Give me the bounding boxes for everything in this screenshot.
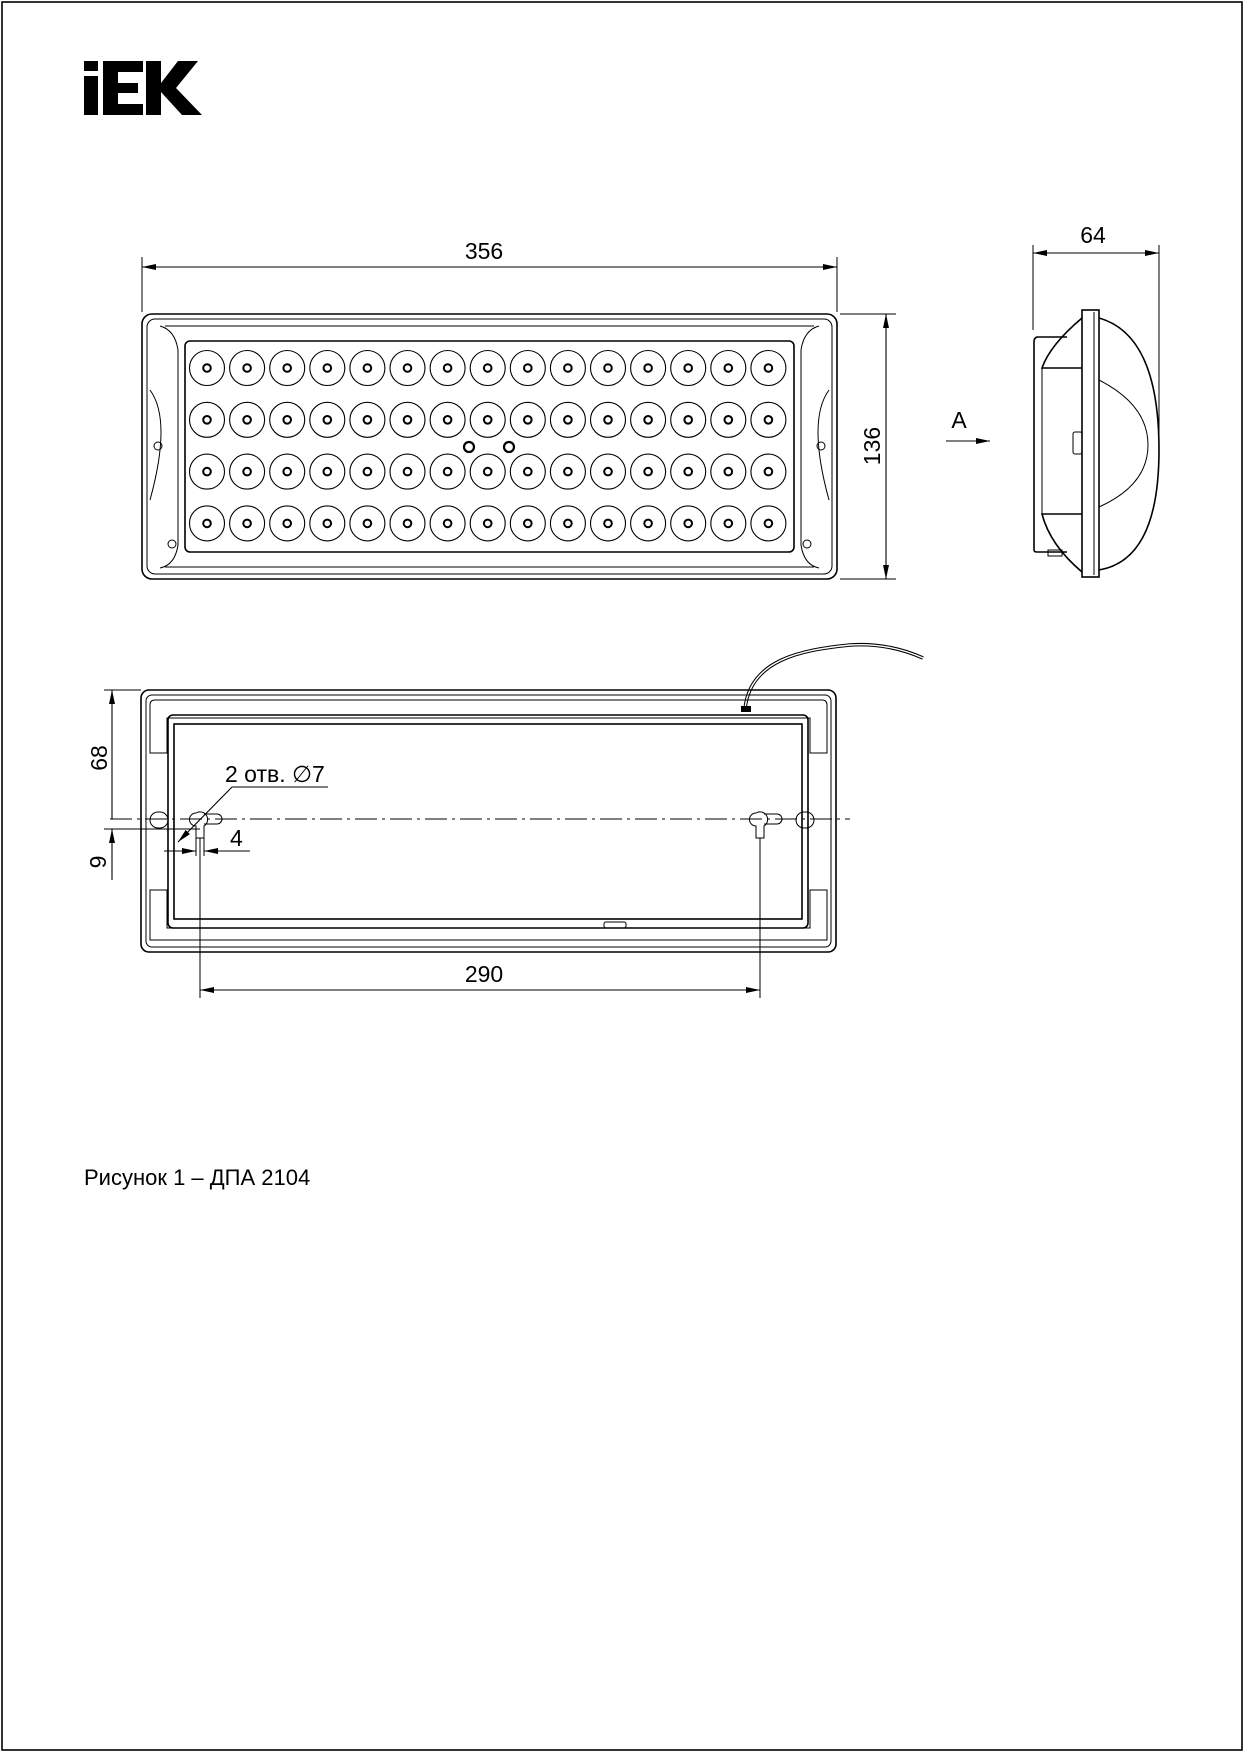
led-lens xyxy=(269,453,306,490)
led-lens xyxy=(710,401,747,438)
led-lens xyxy=(389,401,426,438)
led-lens xyxy=(630,505,667,542)
led-lens xyxy=(670,349,707,387)
led-lens xyxy=(630,453,667,490)
led-lens xyxy=(710,453,747,490)
led-lens xyxy=(750,349,787,387)
back-view: 68 9 2 отв. ∅7 4 290 xyxy=(85,642,924,998)
led-lens xyxy=(188,505,226,542)
led-lens xyxy=(469,505,506,542)
led-lens xyxy=(630,401,667,438)
led-panel xyxy=(184,340,795,553)
led-lens xyxy=(549,505,586,542)
led-lens xyxy=(349,453,386,490)
led-lens xyxy=(389,505,426,542)
figure-caption: Рисунок 1 – ДПА 2104 xyxy=(84,1165,310,1190)
holes-note: 2 отв. ∅7 xyxy=(225,761,325,787)
led-lens xyxy=(670,401,707,438)
led-lens xyxy=(389,349,426,387)
housing-outline xyxy=(141,313,838,580)
led-lens xyxy=(750,505,787,542)
led-lens xyxy=(509,401,546,438)
led-lens xyxy=(589,505,627,542)
iek-logo xyxy=(84,61,202,115)
led-lens xyxy=(188,453,226,490)
led-lens xyxy=(710,349,747,387)
led-lens xyxy=(750,401,787,438)
back-housing-outline xyxy=(140,689,837,953)
led-lens xyxy=(429,401,466,438)
led-lens xyxy=(349,401,386,438)
led-lens xyxy=(710,505,747,542)
led-lens xyxy=(309,453,346,490)
offset-9-label: 9 xyxy=(85,856,111,869)
sensor-icon xyxy=(462,440,476,454)
power-cable xyxy=(743,642,924,710)
led-grid xyxy=(188,349,787,542)
led-lens xyxy=(549,349,586,387)
led-lens xyxy=(589,453,627,490)
led-lens xyxy=(229,505,266,542)
led-lens xyxy=(429,349,466,387)
led-lens xyxy=(549,453,586,490)
hole-spacing-label: 290 xyxy=(465,961,503,987)
led-lens xyxy=(188,401,226,438)
led-lens xyxy=(670,505,707,542)
led-lens xyxy=(469,349,506,387)
slot-width-label: 4 xyxy=(230,825,243,851)
hole-leader-line xyxy=(177,786,233,843)
led-lens xyxy=(509,349,546,387)
led-lens xyxy=(589,349,627,387)
led-lens xyxy=(549,401,586,438)
led-lens xyxy=(509,505,546,542)
height-dimension-label: 136 xyxy=(859,427,885,465)
led-lens xyxy=(309,505,346,542)
led-lens xyxy=(670,453,707,490)
mounting-plate xyxy=(173,723,803,920)
led-lens xyxy=(309,349,346,387)
led-lens xyxy=(469,453,506,490)
led-lens xyxy=(188,349,226,387)
led-lens xyxy=(269,349,306,387)
led-lens xyxy=(429,453,466,490)
mounting-hole xyxy=(749,811,783,839)
side-view: 64 xyxy=(1032,222,1160,578)
led-lens xyxy=(309,401,346,438)
view-a-label: A xyxy=(951,407,967,433)
led-lens xyxy=(229,401,266,438)
width-dimension-label: 356 xyxy=(465,238,503,264)
led-lens xyxy=(349,505,386,542)
led-lens xyxy=(229,349,266,387)
front-view: 356 136 A xyxy=(141,238,990,580)
led-lens xyxy=(429,505,466,542)
led-lens xyxy=(269,505,306,542)
led-lens xyxy=(349,349,386,387)
led-lens xyxy=(509,453,546,490)
depth-dimension-label: 64 xyxy=(1080,222,1106,248)
led-lens xyxy=(269,401,306,438)
led-lens xyxy=(630,349,667,387)
led-lens xyxy=(750,453,787,490)
led-lens xyxy=(229,453,266,490)
height-68-label: 68 xyxy=(86,745,112,771)
led-lens xyxy=(389,453,426,490)
led-lens xyxy=(589,401,627,438)
led-lens xyxy=(469,401,506,438)
sensor-icon xyxy=(502,440,516,454)
